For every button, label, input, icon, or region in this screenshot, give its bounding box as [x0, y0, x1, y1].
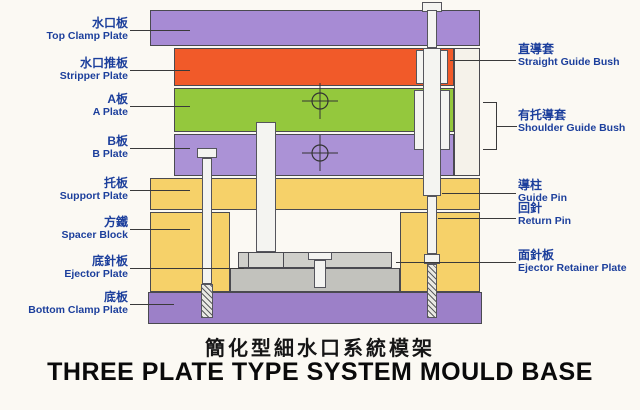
label-a-plate-en: A Plate [92, 106, 128, 119]
label-stripper-plate: 水口推板 Stripper Plate [60, 56, 128, 83]
label-b-plate-zh: B板 [107, 134, 128, 148]
ejector-pin-head [308, 252, 332, 260]
b-plate-shape [174, 134, 454, 176]
label-b-plate: B板 B Plate [92, 134, 128, 161]
label-top-clamp-plate-zh: 水口板 [91, 16, 128, 30]
support-pillar-bolt-shaft [202, 158, 212, 284]
shoulder-bush-bracket [483, 102, 497, 150]
label-support-plate-zh: 托板 [103, 176, 128, 190]
leader-line-guide-pin [442, 193, 516, 194]
label-stripper-plate-zh: 水口推板 [79, 56, 128, 70]
label-shoulder-guide-bush: 有托導套 Shoulder Guide Bush [518, 108, 625, 135]
label-guide-pin: 導柱 Guide Pin [518, 178, 567, 205]
title-chinese: 簡化型細水口系統模架 [205, 336, 435, 360]
label-return-pin-en: Return Pin [518, 215, 572, 228]
ejector-guide-column [256, 122, 276, 252]
label-guide-pin-zh: 導柱 [518, 178, 543, 192]
label-ejector-plate-zh: 底針板 [91, 254, 128, 268]
leader-line-support [130, 190, 190, 191]
title-english: THREE PLATE TYPE SYSTEM MOULD BASE [47, 358, 593, 386]
label-ejector-plate: 底針板 Ejector Plate [64, 254, 128, 281]
center-crosshair-mark-upper [302, 83, 338, 119]
spacer-block-right-shape [400, 212, 480, 292]
guide-pin-shape [423, 48, 441, 196]
label-a-plate: A板 A Plate [93, 92, 128, 119]
label-guide-pin-en: Guide Pin [518, 192, 568, 205]
leader-line-top-clamp [130, 30, 190, 31]
label-return-pin-zh: 回針 [518, 201, 543, 215]
label-spacer-block: 方鐵 Spacer Block [61, 215, 128, 242]
guide-pin-upper-shaft [427, 10, 437, 48]
label-ejector-retainer-plate: 面針板 Ejector Retainer Plate [518, 248, 627, 275]
label-bottom-clamp-plate: 底板 Bottom Clamp Plate [28, 290, 128, 317]
leader-line-stripper [130, 70, 190, 71]
label-spacer-block-en: Spacer Block [61, 229, 128, 242]
label-ejector-retainer-plate-en: Ejector Retainer Plate [518, 262, 627, 275]
label-top-clamp-plate: 水口板 Top Clamp Plate [47, 16, 128, 43]
mould-edge-strip [454, 48, 480, 176]
label-ejector-retainer-plate-zh: 面針板 [518, 248, 555, 262]
label-straight-guide-bush: 直導套 Straight Guide Bush [518, 42, 620, 69]
label-straight-guide-bush-en: Straight Guide Bush [518, 56, 620, 69]
ejector-pin-shaft [314, 260, 326, 288]
spacer-block-left-shape [150, 212, 230, 292]
leader-line-shoulder-bush [497, 126, 517, 127]
label-support-plate-en: Support Plate [59, 190, 128, 203]
label-b-plate-en: B Plate [92, 148, 128, 161]
top-clamp-plate-shape [150, 10, 480, 46]
label-return-pin: 回針 Return Pin [518, 201, 571, 228]
label-spacer-block-zh: 方鐵 [103, 215, 128, 229]
leader-line-b-plate [130, 148, 190, 149]
label-bottom-clamp-plate-zh: 底板 [103, 290, 128, 304]
center-crosshair-mark-lower [302, 135, 338, 171]
label-stripper-plate-en: Stripper Plate [59, 70, 128, 83]
label-shoulder-guide-bush-zh: 有托導套 [518, 108, 567, 122]
label-bottom-clamp-plate-en: Bottom Clamp Plate [28, 304, 128, 317]
leader-line-return-pin [438, 218, 516, 219]
return-pin-shape [427, 196, 437, 254]
leader-line-ejector [130, 268, 244, 269]
leader-line-spacer [130, 229, 190, 230]
leader-line-bottom-clamp [130, 304, 174, 305]
label-ejector-plate-en: Ejector Plate [64, 268, 128, 281]
support-pillar-bolt-cap [197, 148, 217, 158]
stripper-plate-shape [174, 48, 454, 86]
label-shoulder-guide-bush-en: Shoulder Guide Bush [518, 122, 626, 135]
support-pillar-bolt-thread [201, 284, 213, 318]
bottom-right-bolt-cap [424, 254, 440, 264]
ejector-guide-column-flange [248, 252, 284, 268]
leader-line-straight-bush [450, 60, 516, 61]
label-a-plate-zh: A板 [107, 92, 128, 106]
leader-line-retainer [396, 262, 516, 263]
leader-line-a-plate [130, 106, 190, 107]
bottom-right-bolt-thread [427, 264, 437, 318]
label-straight-guide-bush-zh: 直導套 [518, 42, 555, 56]
label-top-clamp-plate-en: Top Clamp Plate [46, 30, 128, 43]
label-support-plate: 托板 Support Plate [60, 176, 128, 203]
